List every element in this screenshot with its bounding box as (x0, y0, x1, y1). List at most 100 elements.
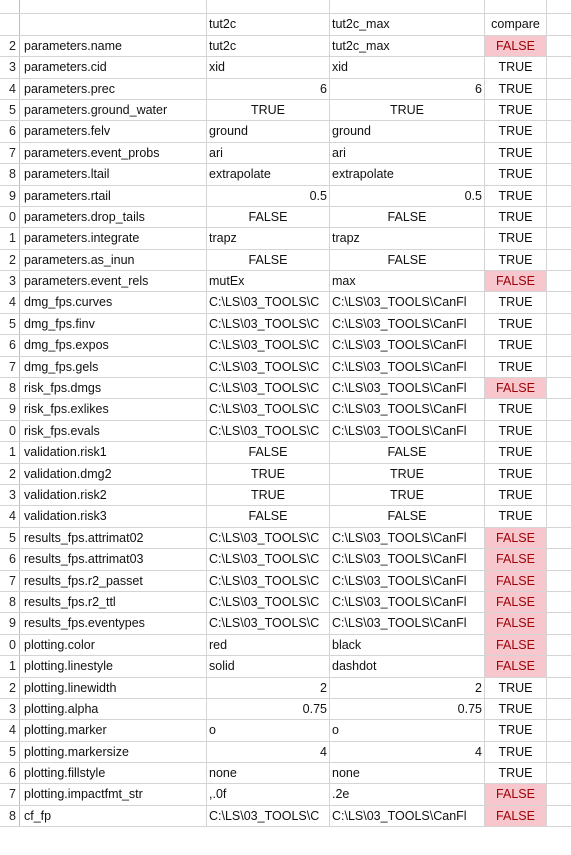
cell-value-tut2c-max[interactable]: 0.5 (330, 185, 485, 206)
cell-compare[interactable]: TRUE (485, 698, 547, 720)
row-number[interactable]: 8 (0, 164, 20, 185)
row-number[interactable]: 8 (0, 591, 20, 613)
row-number[interactable]: 6 (0, 121, 20, 142)
cell-key[interactable]: parameters.event_rels (20, 271, 207, 292)
cell-empty[interactable] (547, 292, 571, 312)
cell-empty[interactable] (547, 378, 571, 398)
cell-value-tut2c-max[interactable]: FALSE (330, 249, 485, 271)
cell-value-tut2c-max[interactable]: C:\LS\03_TOOLS\CanFl (330, 570, 485, 591)
cell-empty[interactable] (547, 464, 571, 484)
cell-value-tut2c-max[interactable] (330, 0, 485, 14)
cell-value-tut2c[interactable]: C:\LS\03_TOOLS\C (207, 613, 330, 634)
cell-value-tut2c-max[interactable]: tut2c_max (330, 35, 485, 57)
cell-value-tut2c[interactable]: C:\LS\03_TOOLS\C (207, 591, 330, 613)
row-number[interactable]: 0 (0, 634, 20, 656)
row-number[interactable]: 1 (0, 656, 20, 677)
cell-value-tut2c-max[interactable]: C:\LS\03_TOOLS\CanFl (330, 527, 485, 549)
row-number[interactable]: 5 (0, 99, 20, 121)
cell-value-tut2c[interactable]: C:\LS\03_TOOLS\C (207, 549, 330, 570)
cell-empty[interactable] (547, 36, 571, 56)
cell-compare[interactable]: TRUE (485, 57, 547, 78)
cell-key[interactable]: parameters.rtail (20, 185, 207, 206)
row-number[interactable]: 9 (0, 185, 20, 206)
cell-value-tut2c[interactable]: C:\LS\03_TOOLS\C (207, 335, 330, 356)
cell-key[interactable]: parameters.name (20, 35, 207, 57)
cell-value-tut2c[interactable]: o (207, 720, 330, 741)
cell-empty[interactable] (547, 656, 571, 676)
cell-value-tut2c-max[interactable]: trapz (330, 228, 485, 249)
cell-value-tut2c-max[interactable]: 6 (330, 78, 485, 99)
cell-empty[interactable] (547, 250, 571, 270)
cell-value-tut2c-max[interactable]: black (330, 634, 485, 656)
cell-empty[interactable] (547, 421, 571, 441)
cell-key[interactable]: cf_fp (20, 805, 207, 827)
row-number[interactable]: 6 (0, 549, 20, 570)
cell-empty[interactable] (547, 720, 571, 740)
row-number[interactable]: 4 (0, 78, 20, 99)
cell-empty[interactable] (547, 528, 571, 548)
cell-value-tut2c[interactable]: C:\LS\03_TOOLS\C (207, 356, 330, 378)
cell-compare[interactable]: FALSE (485, 527, 547, 549)
cell-value-tut2c-max[interactable]: C:\LS\03_TOOLS\CanFl (330, 335, 485, 356)
cell-value-tut2c-max[interactable]: C:\LS\03_TOOLS\CanFl (330, 292, 485, 313)
row-number[interactable]: 2 (0, 677, 20, 698)
cell-key[interactable]: plotting.impactfmt_str (20, 784, 207, 805)
cell-value-tut2c-max[interactable]: xid (330, 57, 485, 78)
cell-value-tut2c[interactable]: FALSE (207, 442, 330, 463)
cell-value-tut2c-max[interactable]: 2 (330, 677, 485, 698)
row-number[interactable] (0, 0, 20, 14)
cell-value-tut2c-max[interactable]: o (330, 720, 485, 741)
row-number[interactable]: 9 (0, 399, 20, 420)
cell-empty[interactable] (547, 549, 571, 569)
cell-value-tut2c-max[interactable]: TRUE (330, 463, 485, 484)
cell-value-tut2c-max[interactable]: C:\LS\03_TOOLS\CanFl (330, 805, 485, 827)
cell-compare[interactable]: TRUE (485, 313, 547, 335)
cell-empty[interactable] (547, 314, 571, 334)
row-number[interactable]: 5 (0, 527, 20, 549)
cell-value-tut2c-max[interactable]: FALSE (330, 206, 485, 228)
cell-key[interactable]: parameters.ltail (20, 164, 207, 185)
row-number[interactable]: 7 (0, 784, 20, 805)
row-number[interactable]: 5 (0, 741, 20, 763)
cell-empty[interactable] (547, 485, 571, 505)
row-number[interactable]: 4 (0, 506, 20, 527)
row-number[interactable]: 3 (0, 698, 20, 720)
cell-value-tut2c[interactable]: C:\LS\03_TOOLS\C (207, 805, 330, 827)
cell-empty[interactable] (547, 678, 571, 698)
cell-compare[interactable]: TRUE (485, 677, 547, 698)
cell-empty[interactable] (547, 271, 571, 291)
cell-value-tut2c-max[interactable]: C:\LS\03_TOOLS\CanFl (330, 420, 485, 442)
cell-value-tut2c[interactable]: C:\LS\03_TOOLS\C (207, 570, 330, 591)
cell-key[interactable]: parameters.cid (20, 57, 207, 78)
cell-value-tut2c-max[interactable]: max (330, 271, 485, 292)
cell-key[interactable]: risk_fps.evals (20, 420, 207, 442)
cell-key[interactable]: plotting.marker (20, 720, 207, 741)
cell-compare[interactable]: TRUE (485, 164, 547, 185)
cell-value-tut2c[interactable]: solid (207, 656, 330, 677)
cell-key[interactable]: dmg_fps.gels (20, 356, 207, 378)
cell-value-tut2c-max[interactable]: C:\LS\03_TOOLS\CanFl (330, 399, 485, 420)
cell-key[interactable]: validation.risk1 (20, 442, 207, 463)
cell-value-tut2c[interactable]: tut2c (207, 35, 330, 57)
row-number[interactable]: 0 (0, 420, 20, 442)
cell-compare[interactable]: TRUE (485, 506, 547, 527)
cell-key[interactable]: risk_fps.dmgs (20, 378, 207, 399)
cell-empty[interactable] (547, 0, 571, 13)
cell-value-tut2c[interactable]: C:\LS\03_TOOLS\C (207, 399, 330, 420)
cell-key[interactable]: plotting.color (20, 634, 207, 656)
cell-value-tut2c-max[interactable]: TRUE (330, 99, 485, 121)
cell-empty[interactable] (547, 506, 571, 526)
header-tut2c[interactable]: tut2c (207, 14, 330, 35)
cell-key[interactable]: results_fps.attrimat03 (20, 549, 207, 570)
cell-empty[interactable] (547, 699, 571, 719)
cell-key[interactable]: validation.dmg2 (20, 463, 207, 484)
cell-value-tut2c-max[interactable]: C:\LS\03_TOOLS\CanFl (330, 313, 485, 335)
cell-compare[interactable]: TRUE (485, 121, 547, 142)
row-number[interactable]: 3 (0, 271, 20, 292)
cell-value-tut2c-max[interactable]: ari (330, 142, 485, 164)
cell-compare[interactable]: FALSE (485, 549, 547, 570)
cell-empty[interactable] (547, 399, 571, 419)
cell-value-tut2c-max[interactable]: none (330, 763, 485, 784)
cell-value-tut2c-max[interactable]: extrapolate (330, 164, 485, 185)
cell-key[interactable]: results_fps.r2_ttl (20, 591, 207, 613)
